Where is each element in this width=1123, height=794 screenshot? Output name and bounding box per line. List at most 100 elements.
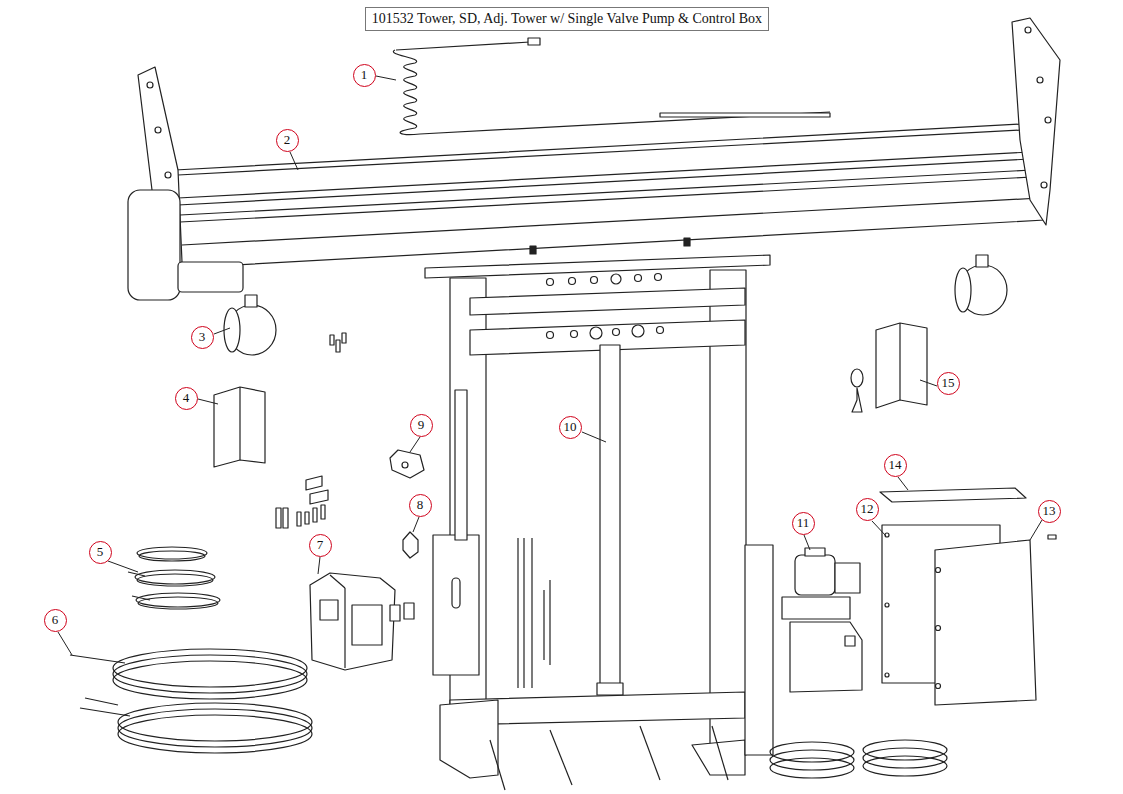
callout-text: 2 — [284, 132, 291, 148]
tower-frame — [543, 590, 544, 660]
leader-line — [872, 521, 886, 536]
leader-line — [108, 561, 138, 572]
tower-beam — [1045, 117, 1051, 123]
switch — [390, 450, 424, 478]
tower-frame — [590, 327, 602, 339]
callout-number: 13 — [1038, 500, 1061, 523]
tower-beam — [170, 124, 1045, 268]
manual — [852, 388, 862, 412]
manual — [851, 369, 863, 387]
tower-beam — [178, 159, 1030, 205]
control-box — [330, 575, 345, 588]
harness-coil — [137, 574, 213, 586]
leader-line — [920, 380, 937, 386]
switch — [403, 532, 418, 558]
callout-text: 6 — [52, 612, 59, 628]
hardware — [310, 490, 328, 504]
callout-text: 15 — [942, 375, 955, 391]
leader-line — [58, 76, 1042, 655]
callout-text: 13 — [1043, 503, 1056, 519]
tower-beam — [182, 198, 1040, 245]
tower-frame — [490, 740, 505, 790]
callout-number: 4 — [175, 387, 198, 410]
hardware — [330, 335, 334, 345]
harness-coil — [128, 572, 145, 576]
coil-cord — [660, 113, 830, 117]
hardware — [276, 508, 281, 528]
coil-cord — [396, 42, 530, 50]
hose-coil — [70, 655, 125, 663]
leader-line — [1030, 520, 1042, 540]
callout-number: 11 — [792, 512, 815, 535]
coil-cord — [528, 38, 540, 45]
hose — [863, 756, 947, 776]
harness-coil — [139, 551, 205, 561]
tower-frame — [523, 538, 524, 688]
hydraulic-pump — [790, 622, 862, 692]
tower-frame — [597, 683, 623, 695]
hardware — [297, 512, 301, 526]
control-box — [320, 600, 338, 620]
leader-line — [318, 557, 320, 574]
tower-frame — [425, 255, 773, 790]
cover-panel — [880, 488, 1026, 502]
callout-text: 1 — [361, 67, 368, 83]
tower-frame — [692, 740, 745, 775]
cover-panel — [936, 568, 941, 573]
tower-beam — [180, 170, 1032, 215]
hose — [770, 758, 854, 778]
tower-beam — [128, 18, 1060, 300]
tower-beam — [684, 238, 690, 246]
hardware — [321, 505, 325, 519]
callout-number: 12 — [856, 498, 879, 521]
callout-text: 9 — [418, 417, 425, 433]
hose-coil — [70, 649, 312, 753]
callout-number: 3 — [191, 326, 214, 349]
tower-frame — [657, 327, 664, 334]
hose — [770, 742, 854, 762]
hose-coil — [85, 698, 118, 705]
tower-frame — [571, 331, 578, 338]
control-box — [404, 603, 414, 619]
leader-line — [410, 437, 420, 452]
hydraulic-pump — [805, 548, 825, 556]
tower-frame — [632, 325, 644, 337]
tower-beam — [1037, 77, 1043, 83]
tower-frame — [452, 578, 460, 608]
tower-frame — [640, 726, 660, 780]
leader-line — [198, 399, 218, 404]
tower-frame — [547, 279, 554, 286]
callout-number: 2 — [276, 129, 299, 152]
manual — [876, 323, 927, 408]
leader-line — [582, 432, 606, 442]
coil-cord — [393, 38, 830, 135]
tower-beam — [155, 127, 161, 133]
hydraulic-pump — [782, 597, 850, 619]
tower-beam — [147, 82, 153, 88]
tower-frame — [569, 278, 576, 285]
tower-frame — [547, 332, 554, 339]
callout-text: 4 — [183, 390, 190, 406]
callout-text: 5 — [97, 544, 104, 560]
tower-frame — [635, 275, 642, 282]
control-box — [352, 605, 382, 645]
leader-line — [214, 328, 230, 334]
cover-panel — [1048, 535, 1056, 539]
caster — [976, 255, 988, 267]
hose — [770, 750, 854, 770]
manual — [214, 387, 265, 467]
tower-frame — [600, 345, 620, 690]
callout-number: 10 — [559, 416, 582, 439]
callout-text: 11 — [797, 515, 810, 531]
tower-beam — [165, 172, 171, 178]
switch — [402, 462, 408, 468]
harness-coil — [135, 570, 215, 584]
callout-number: 1 — [353, 64, 376, 87]
cover-panel — [936, 626, 941, 631]
tower-beam — [180, 177, 1032, 222]
tower-frame — [655, 274, 662, 281]
callout-number: 14 — [884, 454, 907, 477]
callout-number: 5 — [89, 541, 112, 564]
hose-coil — [113, 661, 307, 699]
coil-cord — [393, 50, 830, 135]
